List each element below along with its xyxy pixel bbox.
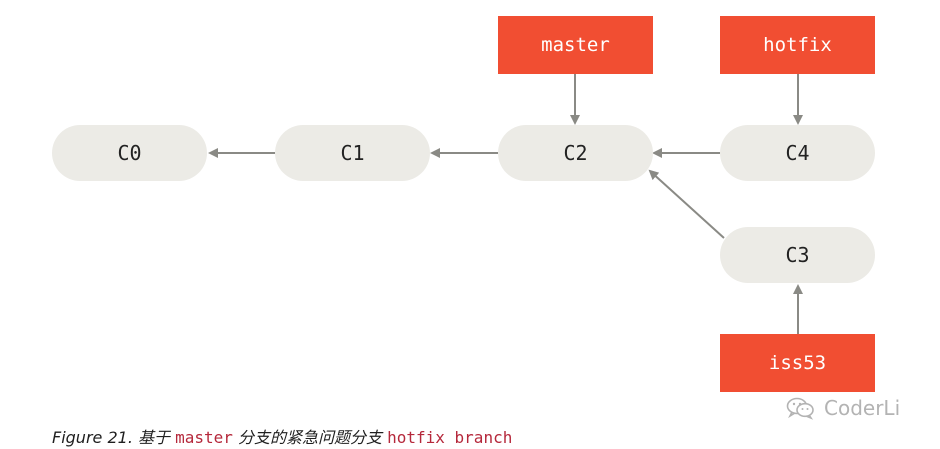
commit-c3-label: C3 <box>785 243 809 267</box>
branch-master-label: master <box>541 34 610 56</box>
figure-caption: Figure 21. 基于 master 分支的紧急问题分支 hotfix br… <box>52 424 512 448</box>
wechat-icon <box>786 397 814 420</box>
edge-c3-to-c2 <box>648 169 725 239</box>
commit-c3: C3 <box>720 227 875 283</box>
caption-figure-number: Figure 21. <box>52 428 133 447</box>
branch-master: master <box>498 16 653 74</box>
watermark: CoderLi <box>786 396 900 420</box>
commit-c0-label: C0 <box>117 141 141 165</box>
commit-c2-label: C2 <box>563 141 587 165</box>
commit-c0: C0 <box>52 125 207 181</box>
commit-c4: C4 <box>720 125 875 181</box>
caption-code-master: master <box>175 428 233 447</box>
branch-iss53: iss53 <box>720 334 875 392</box>
commit-c2: C2 <box>498 125 653 181</box>
commit-c1: C1 <box>275 125 430 181</box>
caption-text-1: 基于 <box>138 428 171 447</box>
branch-hotfix: hotfix <box>720 16 875 74</box>
commit-c4-label: C4 <box>785 141 809 165</box>
commit-c1-label: C1 <box>340 141 364 165</box>
edges <box>208 74 803 334</box>
branch-hotfix-label: hotfix <box>763 34 832 56</box>
caption-code-hotfix: hotfix branch <box>387 428 513 447</box>
caption-text-2: 分支的紧急问题分支 <box>238 428 383 447</box>
watermark-text: CoderLi <box>824 396 901 420</box>
branch-iss53-label: iss53 <box>769 352 826 374</box>
